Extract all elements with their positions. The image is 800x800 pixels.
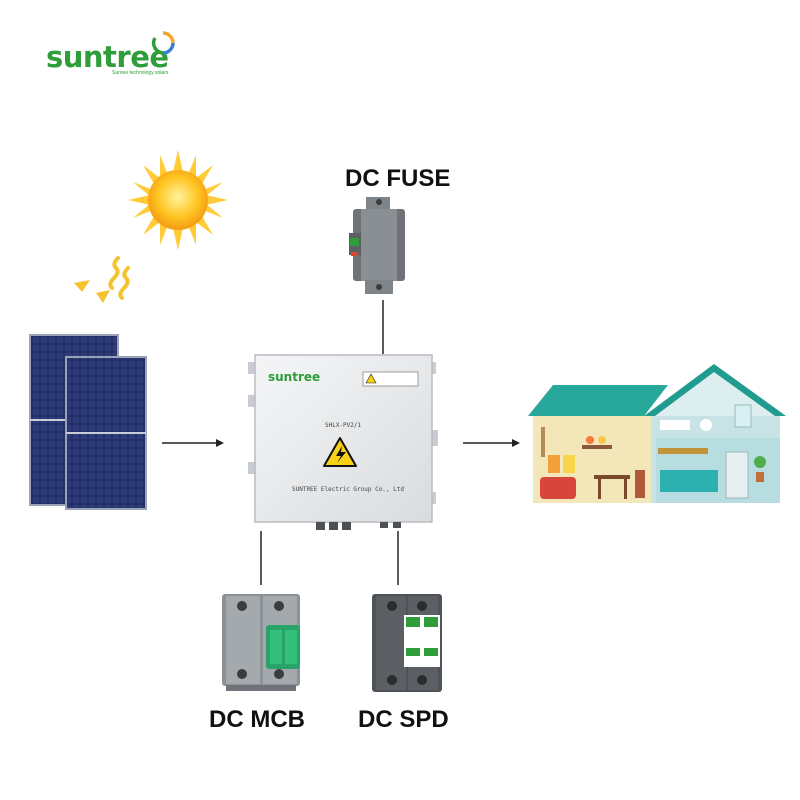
combiner-box-brand: suntree bbox=[268, 370, 321, 384]
label-dc-fuse: DC FUSE bbox=[345, 165, 451, 192]
arrow-right-icon bbox=[162, 439, 224, 447]
combiner-box-icon bbox=[248, 354, 438, 530]
combiner-box-model: SHLX-PV2/1 bbox=[325, 422, 362, 429]
brand-logo-text: suntree bbox=[46, 40, 169, 74]
sun-rays-icon bbox=[74, 256, 130, 303]
house-icon bbox=[528, 364, 786, 503]
warning-triangle-icon bbox=[323, 437, 357, 467]
brand-logo-icon bbox=[151, 31, 175, 55]
arrow-right-icon bbox=[463, 439, 520, 447]
solar-panel-icon bbox=[29, 334, 147, 510]
label-dc-spd: DC SPD bbox=[358, 706, 449, 733]
brand-tagline: Sunree technology solars bbox=[112, 70, 169, 76]
sun-icon bbox=[128, 150, 228, 250]
combiner-box-company: SUNTREE Electric Group Co., Ltd bbox=[292, 486, 404, 493]
label-dc-mcb: DC MCB bbox=[209, 706, 305, 733]
dc-mcb-icon bbox=[222, 594, 300, 691]
dc-fuse-icon bbox=[349, 197, 405, 294]
dc-spd-icon bbox=[372, 594, 442, 692]
